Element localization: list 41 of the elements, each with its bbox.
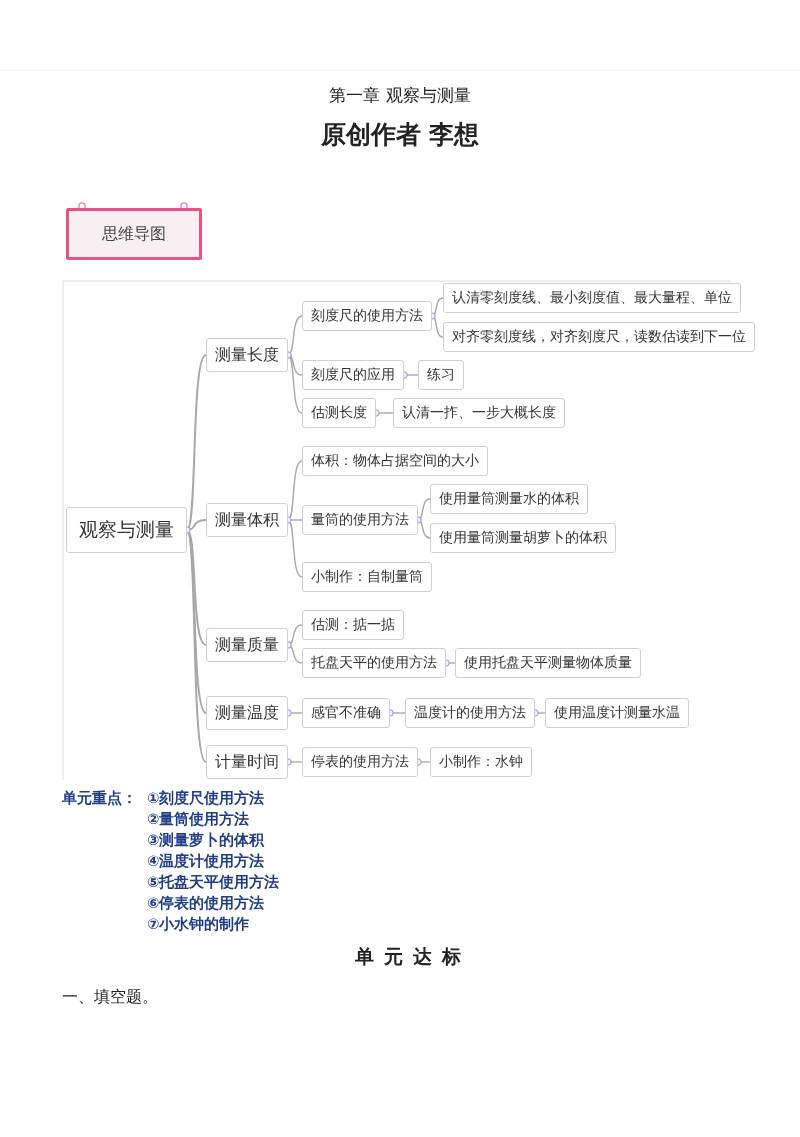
key-point: ④温度计使用方法 [147, 852, 265, 871]
main-topic-box: 测量体积 [206, 503, 288, 537]
connector-line [431, 297, 444, 317]
key-points-heading: 单元重点： [62, 789, 137, 808]
subtopic-box: 对齐零刻度线，对齐刻度尺，读数估读到下一位 [443, 322, 755, 352]
subtopic-box: 使用量筒测量胡萝卜的体积 [430, 523, 616, 553]
subtopic-box: 停表的使用方法 [302, 747, 418, 777]
subtopic-box: 小制作：自制量筒 [302, 562, 432, 592]
subtopic-box: 温度计的使用方法 [405, 698, 535, 728]
subtopic-box: 体积：物体占据空间的大小 [302, 446, 488, 476]
subtopic-box: 刻度尺的应用 [302, 360, 404, 390]
main-topic-box: 测量质量 [206, 628, 288, 662]
subtopic-box: 估测：掂一掂 [302, 610, 404, 640]
subtopic-box: 估测长度 [302, 398, 376, 428]
key-point: ②量筒使用方法 [147, 810, 250, 829]
subtopic-box: 认清零刻度线、最小刻度值、最大量程、单位 [443, 283, 741, 313]
mind-map-sign: 思维导图 [66, 208, 202, 260]
key-point: ①刻度尺使用方法 [147, 789, 265, 808]
main-topic-box: 计量时间 [206, 745, 288, 779]
key-point: ⑤托盘天平使用方法 [147, 873, 280, 892]
subtopic-box: 感官不准确 [302, 698, 390, 728]
main-topic-box: 测量温度 [206, 696, 288, 730]
main-topic-box: 测量长度 [206, 338, 288, 372]
subtopic-box: 刻度尺的使用方法 [302, 301, 432, 331]
central-topic-box: 观察与测量 [66, 507, 187, 553]
subtopic-box: 认清一拃、一步大概长度 [393, 398, 565, 428]
subtopic-box: 量筒的使用方法 [302, 505, 418, 535]
author-line: 原创作者 李想 [319, 119, 481, 151]
key-point: ⑦小水钟的制作 [147, 915, 250, 934]
key-point: ⑥停表的使用方法 [147, 894, 265, 913]
subtopic-box: 托盘天平的使用方法 [302, 648, 446, 678]
subtopic-box: 使用托盘天平测量物体质量 [455, 648, 641, 678]
connector-line [417, 498, 431, 521]
subtopic-box: 小制作：水钟 [430, 747, 532, 777]
question-heading: 一、填空题。 [62, 987, 158, 1008]
subtopic-box: 使用量筒测量水的体积 [430, 484, 588, 514]
key-point: ③测量萝卜的体积 [147, 831, 265, 850]
subtopic-box: 使用温度计测量水温 [545, 698, 689, 728]
subtopic-box: 练习 [418, 360, 464, 390]
section-heading: 单元达标 [355, 944, 471, 969]
page-title: 第一章 观察与测量 [328, 84, 472, 107]
